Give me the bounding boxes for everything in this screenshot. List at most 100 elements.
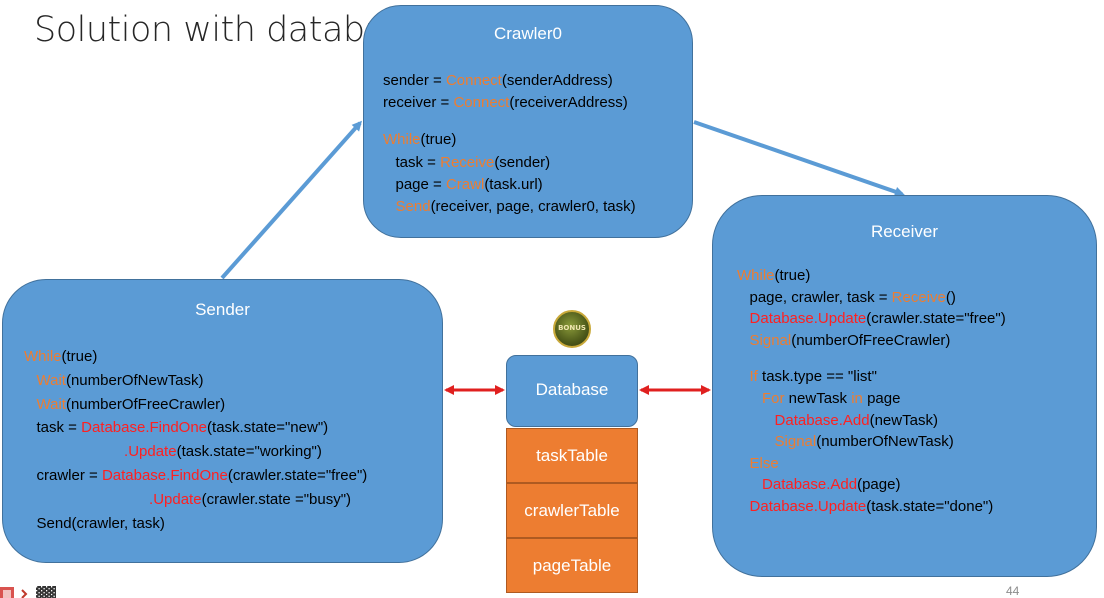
receiver-keyword: Receive <box>891 288 946 306</box>
receiver-keyword: Database.Add <box>774 411 870 429</box>
receiver-code-text: () <box>945 288 956 306</box>
receiver-code-text <box>737 412 775 429</box>
receiver-code-line: Database.Add(page) <box>737 474 1006 496</box>
crawler-keyword: Crawl <box>445 175 485 193</box>
receiver-code-text <box>737 390 762 407</box>
task-table: taskTable <box>506 428 638 483</box>
crawler-code-text: task = <box>383 153 441 171</box>
sender-code-line: .Update(task.state="working") <box>24 440 367 464</box>
crawler-keyword: While <box>383 131 421 149</box>
sender-keyword: Database.FindOne <box>81 419 208 437</box>
receiver-code-line: Database.Add(newTask) <box>737 410 1006 432</box>
crawler-to-receiver-arrow <box>693 120 905 197</box>
receiver-code-text: task.type == "list" <box>757 368 877 386</box>
crawler-code-text: (receiverAddress) <box>509 94 628 112</box>
sender-code-line: Send(crawler, task) <box>24 512 367 536</box>
sender-code-text <box>24 396 37 413</box>
receiver-keyword: While <box>737 267 775 284</box>
receiver-code-text: (numberOfFreeCrawler) <box>791 331 951 349</box>
receiver-code-text: page <box>862 389 901 407</box>
sender-code-line: Wait(numberOfFreeCrawler) <box>24 393 367 417</box>
receiver-keyword: Else <box>749 454 779 472</box>
receiver-code-line: Else <box>737 453 1006 475</box>
receiver-code-text <box>737 368 750 385</box>
receiver-keyword: in <box>851 389 863 407</box>
receiver-keyword: Database.Update <box>749 497 867 515</box>
sender-code-text: (true) <box>61 348 98 365</box>
sender-code-text <box>24 372 37 389</box>
crawler-keyword: Connect <box>445 72 502 89</box>
receiver-code-text: (task.state="done") <box>866 497 994 515</box>
crawler-code-line: sender = Connect(senderAddress) <box>383 70 636 92</box>
crawler-code-text: sender = <box>383 72 446 89</box>
crawler-code-line: task = Receive(sender) <box>383 152 636 174</box>
crawler-code-line <box>383 114 636 129</box>
sender-code-text: task = <box>24 419 82 437</box>
crawler-code-line: Send(receiver, page, crawler0, task) <box>383 196 636 218</box>
receiver-code-text: (newTask) <box>869 411 938 429</box>
database-label: Database <box>535 380 609 399</box>
crawler-code-text: (task.url) <box>484 175 543 193</box>
page-table: pageTable <box>506 538 638 593</box>
sender-code-text: (task.state="new") <box>207 419 329 437</box>
crawler-code-text: (true) <box>420 131 457 149</box>
page-number: 44 <box>1006 584 1020 598</box>
crawler-keyword: Send <box>395 198 431 216</box>
receiver-keyword: Signal <box>774 433 817 451</box>
receiver-code-line: Database.Update(crawler.state="free") <box>737 308 1006 330</box>
receiver-code-text <box>737 332 750 349</box>
crawler-code-line: receiver = Connect(receiverAddress) <box>383 92 636 114</box>
sender-code-text: (numberOfFreeCrawler) <box>65 395 226 413</box>
receiver-code-text <box>737 455 750 472</box>
bonus-badge-icon: BONUS <box>553 310 591 348</box>
crawler-keyword: Receive <box>440 153 495 171</box>
sender-code-line: Wait(numberOfNewTask) <box>24 369 367 393</box>
crawler-code-text: page = <box>383 175 446 193</box>
sender-code: While(true) Wait(numberOfNewTask) Wait(n… <box>24 345 367 535</box>
receiver-code-text: page, crawler, task = <box>737 288 892 306</box>
receiver-code-line: Signal(numberOfNewTask) <box>737 431 1006 453</box>
sender-code-line: While(true) <box>24 345 367 369</box>
logo-icon: ▓▓ <box>0 586 56 598</box>
receiver-code-text: (numberOfNewTask) <box>816 433 954 451</box>
database-box: Database <box>506 355 638 427</box>
sender-code-text: (numberOfNewTask) <box>65 371 204 389</box>
receiver-code-text: (crawler.state="free") <box>866 310 1006 328</box>
crawler-code-text: (receiver, page, crawler0, task) <box>430 198 636 216</box>
receiver-code-text: (page) <box>857 476 901 494</box>
receiver-code-text <box>737 310 750 327</box>
receiver-code-line: For newTask in page <box>737 388 1006 410</box>
receiver-box: Receiver While(true) page, crawler, task… <box>712 195 1097 577</box>
sender-code-text: crawler = <box>24 466 102 484</box>
sender-keyword: Wait <box>36 395 66 413</box>
slide-title: Solution with database <box>34 10 425 50</box>
receiver-code-line: Database.Update(task.state="done") <box>737 496 1006 518</box>
receiver-code-text: (true) <box>774 267 811 284</box>
receiver-code: While(true) page, crawler, task = Receiv… <box>737 265 1006 518</box>
receiver-code-text <box>737 498 750 515</box>
sender-title: Sender <box>195 300 250 319</box>
receiver-keyword: Database.Update <box>749 310 867 328</box>
sender-keyword: .Update <box>149 490 202 508</box>
sender-code-line: task = Database.FindOne(task.state="new"… <box>24 416 367 440</box>
sender-keyword: While <box>24 348 62 365</box>
crawler-keyword: Connect <box>453 94 510 112</box>
receiver-code-line: page, crawler, task = Receive() <box>737 287 1006 309</box>
receiver-code-line: If task.type == "list" <box>737 366 1006 388</box>
sender-to-crawler-arrow <box>220 120 362 280</box>
crawler-title: Crawler0 <box>493 24 563 43</box>
sender-code-text: Send(crawler, task) <box>24 514 165 532</box>
sender-keyword: Wait <box>36 371 66 389</box>
crawler-code-text: receiver = <box>383 94 454 112</box>
receiver-code-text <box>737 433 775 450</box>
svg-text:▓▓: ▓▓ <box>36 586 56 598</box>
crawler-code-line: page = Crawl(task.url) <box>383 174 636 196</box>
sender-code-text: (crawler.state="free") <box>227 466 368 484</box>
receiver-keyword: Signal <box>749 331 792 349</box>
crawler-code-text: (senderAddress) <box>501 72 613 89</box>
receiver-code-text: newTask <box>784 389 852 407</box>
sender-code-text <box>24 491 149 508</box>
receiver-keyword: Database.Add <box>762 476 858 494</box>
receiver-code-text <box>737 476 762 493</box>
